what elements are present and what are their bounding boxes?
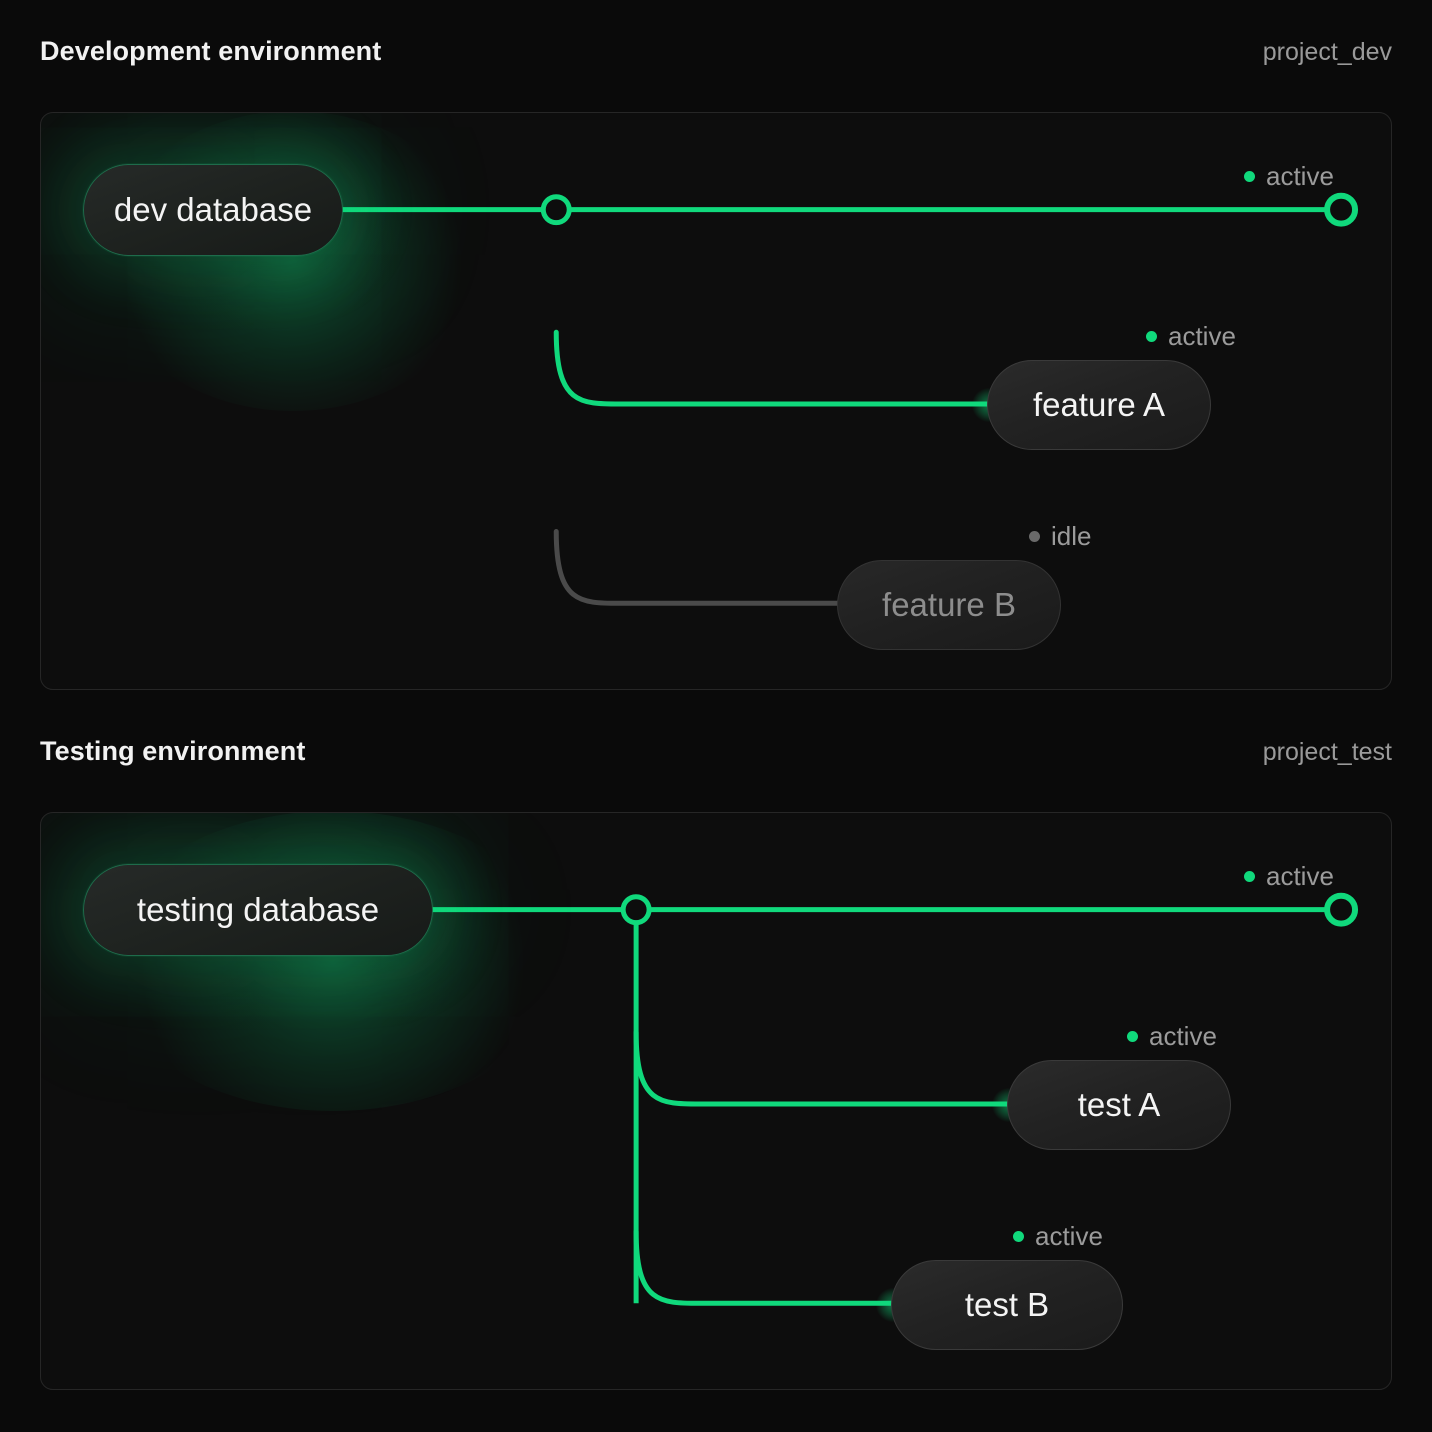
junction-node-test — [620, 894, 652, 926]
graph-canvas-dev: dev database feature A feature B active — [41, 113, 1391, 689]
connector-wires-dev — [342, 192, 1359, 606]
node-label-test-b: test B — [964, 1286, 1050, 1323]
status-dot-icon — [1013, 1230, 1024, 1242]
node-label-testing-database: testing database — [136, 891, 380, 928]
connector-wires-test — [432, 892, 1359, 1306]
node-testing-database[interactable]: testing database — [83, 864, 433, 956]
node-label-dev-database: dev database — [113, 191, 313, 228]
status-feature-a: active — [1146, 323, 1236, 349]
graph-card-dev: dev database feature A feature B active — [40, 112, 1392, 690]
status-dot-icon — [1244, 170, 1255, 182]
node-label-feature-b: feature B — [882, 586, 1016, 623]
section-title-dev: Development environment — [40, 36, 382, 66]
status-test-b: active — [1013, 1223, 1103, 1249]
section-project-dev: project_dev — [1262, 38, 1392, 66]
status-label-feature-a: active — [1168, 321, 1236, 351]
section-title-test: Testing environment — [40, 736, 306, 766]
status-test-a: active — [1127, 1023, 1217, 1049]
graph-canvas-test: testing database test A test B active — [41, 813, 1391, 1389]
wire-branch-test-a — [633, 1029, 1011, 1107]
status-label-test-a: active — [1149, 1021, 1217, 1051]
node-test-a[interactable]: test A — [1007, 1060, 1231, 1150]
wire-branch-feature-b — [553, 529, 843, 606]
status-dot-icon — [1127, 1030, 1138, 1042]
status-label-test-b: active — [1035, 1221, 1103, 1251]
node-label-feature-a: feature A — [1032, 386, 1166, 423]
status-label-endpoint-test: active — [1266, 861, 1334, 891]
section-header-dev: Development environment project_dev — [40, 38, 1392, 82]
status-label-endpoint-dev: active — [1266, 161, 1334, 191]
section-development-environment: Development environment project_dev — [0, 0, 1432, 700]
node-test-b[interactable]: test B — [891, 1260, 1123, 1350]
endpoint-node-dev — [1324, 192, 1359, 227]
wire-branch-test-b — [633, 1229, 895, 1306]
node-label-test-a: test A — [1077, 1086, 1161, 1123]
status-dot-icon — [1029, 530, 1040, 542]
node-feature-b[interactable]: feature B — [837, 560, 1061, 650]
section-testing-environment: Testing environment project_test — [0, 700, 1432, 1400]
endpoint-node-test — [1324, 892, 1359, 927]
junction-node-dev — [540, 194, 572, 226]
node-dev-database[interactable]: dev database — [83, 164, 343, 256]
status-dot-icon — [1244, 870, 1255, 882]
status-endpoint-test: active — [1244, 863, 1334, 889]
section-project-test: project_test — [1262, 738, 1392, 766]
node-feature-a[interactable]: feature A — [987, 360, 1211, 450]
status-feature-b: idle — [1029, 523, 1091, 549]
status-dot-icon — [1146, 330, 1157, 342]
section-header-test: Testing environment project_test — [40, 738, 1392, 782]
wire-branch-feature-a — [553, 329, 991, 407]
graph-card-test: testing database test A test B active — [40, 812, 1392, 1390]
status-endpoint-dev: active — [1244, 163, 1334, 189]
status-label-feature-b: idle — [1051, 521, 1092, 551]
